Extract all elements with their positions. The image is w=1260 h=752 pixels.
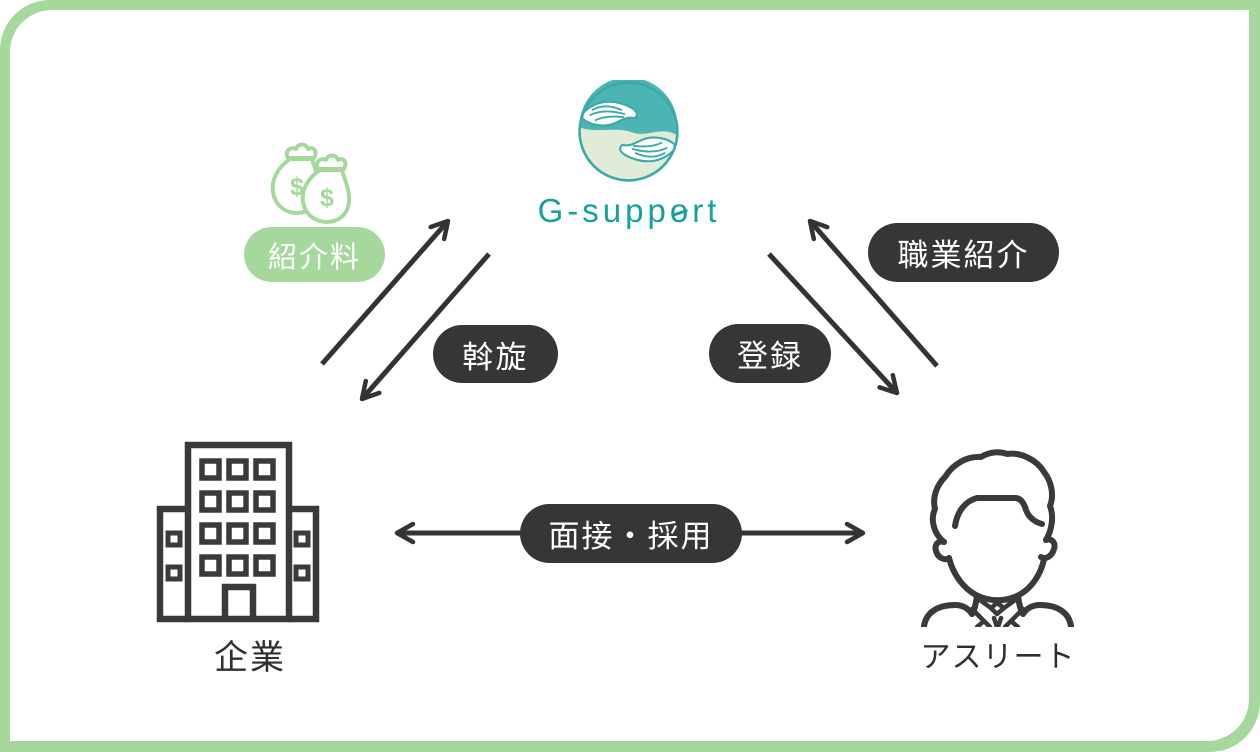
interview-hiring-label: 面接・採用 [548, 519, 714, 554]
referral-fee-pill: 紹介料 [244, 227, 385, 282]
registration-pill: 登録 [709, 324, 831, 383]
company-label: 企業 [214, 639, 286, 677]
athlete-label: アスリート [920, 641, 1076, 674]
job-introduction-label: 職業紹介 [897, 238, 1030, 273]
brand-wordmark-stylized-o: o [669, 192, 693, 229]
placement-label: 斡旋 [462, 339, 529, 375]
g-support-logo-icon [578, 80, 679, 182]
dollar-sign: $ [320, 184, 334, 212]
company-building-icon [156, 441, 320, 623]
job-introduction-pill: 職業紹介 [868, 223, 1059, 282]
dollar-sign: $ [290, 173, 304, 201]
brand-wordmark-suffix: rt [692, 192, 721, 229]
placement-pill: 斡旋 [433, 325, 558, 383]
brand-wordmark-prefix: G-supp [537, 192, 670, 229]
athlete-person-icon [921, 449, 1074, 627]
registration-label: 登録 [737, 339, 803, 374]
referral-fee-label: 紹介料 [267, 241, 361, 274]
brand-wordmark: G-support [519, 192, 739, 230]
money-bags-icon: $ $ [270, 142, 352, 224]
interview-hiring-pill: 面接・採用 [520, 504, 742, 563]
